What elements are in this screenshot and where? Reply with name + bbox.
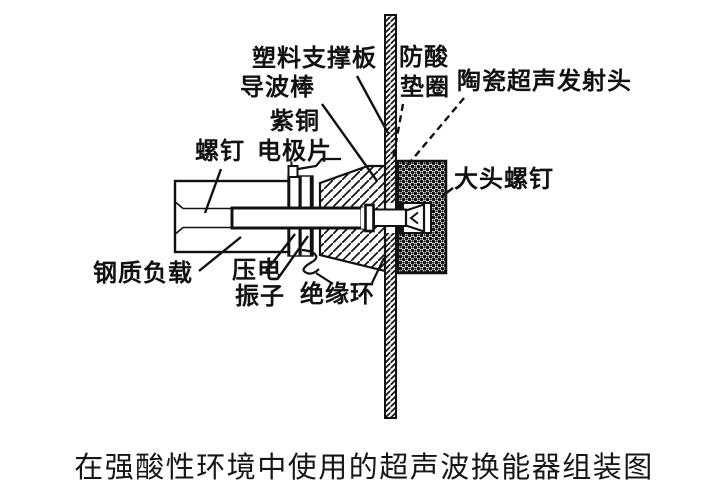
leader-insulating-ring-a [315,272,334,285]
label-waveguide-rod: 导波棒 [240,73,315,101]
label-piezo-line2: 振子 [235,282,285,310]
label-acid-proof: 防酸 [399,43,449,71]
big-screw-shank [373,208,407,227]
label-insulating-ring: 绝缘环 [300,280,375,308]
label-big-head-screw: 大头螺钉 [454,165,554,193]
leader-waveguide-rod [321,103,378,182]
leader-piezo-2 [278,235,309,278]
big-screw-head-mark [409,211,419,225]
rod-end-gap [361,207,366,229]
leader-big-head-screw [440,187,454,198]
label-copper: 紫铜 [270,107,320,135]
gasket-seal-top [395,201,404,209]
figure-caption: 在强酸性环境中使用的超声波换能器组装图 [74,450,654,484]
leader-insulating-ring-b [371,257,385,284]
leader-screw [203,168,223,214]
leader-ceramic-emitter [405,97,465,168]
label-screw: 螺钉 [195,137,245,165]
label-ceramic-emitter: 陶瓷超声发射头 [457,67,632,95]
leader-plastic-support-plate [355,75,390,134]
washer [364,203,375,233]
leader-gasket [391,103,405,160]
label-piezo-line1: 压电 [232,256,282,284]
bore-chamfer-bottom [175,226,184,235]
leader-steel-load [198,236,242,272]
label-gasket: 垫圈 [400,73,450,101]
leader-electrode-sheet [297,157,341,171]
electrode-tab [287,165,299,178]
label-steel-load: 钢质负载 [93,259,193,287]
big-screw-head [404,202,426,234]
leader-piezo-1 [265,233,296,272]
leader-insulating-ring-curve [301,248,320,275]
label-electrode-sheet: 电极片 [257,137,332,165]
gasket-seal-bottom [395,227,404,235]
bore-chamfer-top [175,201,184,210]
label-plastic-support-plate: 塑料支撑板 [252,44,377,72]
screw-rod [230,206,364,230]
